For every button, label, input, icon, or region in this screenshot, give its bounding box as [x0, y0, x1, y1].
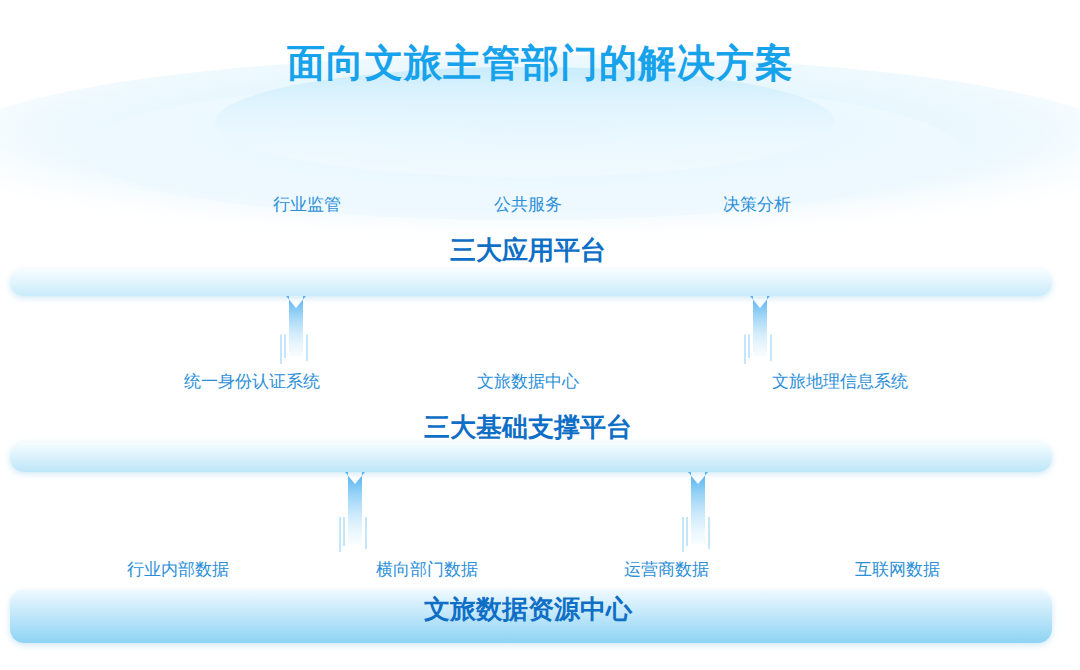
- diagram-title: 面向文旅主管部门的解决方案: [0, 38, 1080, 89]
- layer-item: 行业内部数据: [127, 558, 229, 581]
- arrow-streak: [708, 517, 710, 549]
- arrow-streak: [686, 517, 688, 546]
- arrow-streak: [365, 517, 367, 549]
- arrow-streak: [280, 334, 282, 364]
- arrow-streak: [339, 517, 341, 552]
- arrow-streak: [744, 334, 746, 364]
- arrow-streak: [306, 334, 308, 361]
- arrow-streak: [748, 334, 750, 358]
- arrow-streak: [682, 517, 684, 552]
- platform-layer: 统一身份认证系统 文旅数据中心 文旅地理信息系统三大基础支撑平台: [10, 360, 1052, 472]
- layer-item: 行业监管: [273, 193, 341, 216]
- platform-layer: 行业监管 公共服务 决策分析三大应用平台: [10, 185, 1052, 296]
- platform-layer: 行业内部数据 横向部门数据 运营商数据 互联网数据文旅数据资源中心: [10, 548, 1052, 643]
- up-arrow: [281, 290, 311, 364]
- layer-item: 横向部门数据: [376, 558, 478, 581]
- up-arrow: [683, 466, 713, 552]
- layer-item: 公共服务: [494, 193, 562, 216]
- arrow-streak: [284, 334, 286, 358]
- layer-heading: 三大基础支撑平台: [424, 410, 632, 445]
- layer-item: 决策分析: [723, 193, 791, 216]
- layer-item: 互联网数据: [855, 558, 940, 581]
- layer-item: 文旅数据中心: [477, 370, 579, 393]
- up-arrow: [340, 466, 370, 552]
- layer-item: 运营商数据: [624, 558, 709, 581]
- arrow-streak: [770, 334, 772, 361]
- layer-band: [10, 269, 1052, 296]
- layer-item: 统一身份认证系统: [184, 370, 320, 393]
- arrow-streak: [343, 517, 345, 546]
- up-arrow: [745, 290, 775, 364]
- layer-band: [10, 442, 1052, 472]
- layer-item: 文旅地理信息系统: [772, 370, 908, 393]
- layer-heading: 文旅数据资源中心: [424, 592, 632, 627]
- layer-heading: 三大应用平台: [450, 233, 606, 268]
